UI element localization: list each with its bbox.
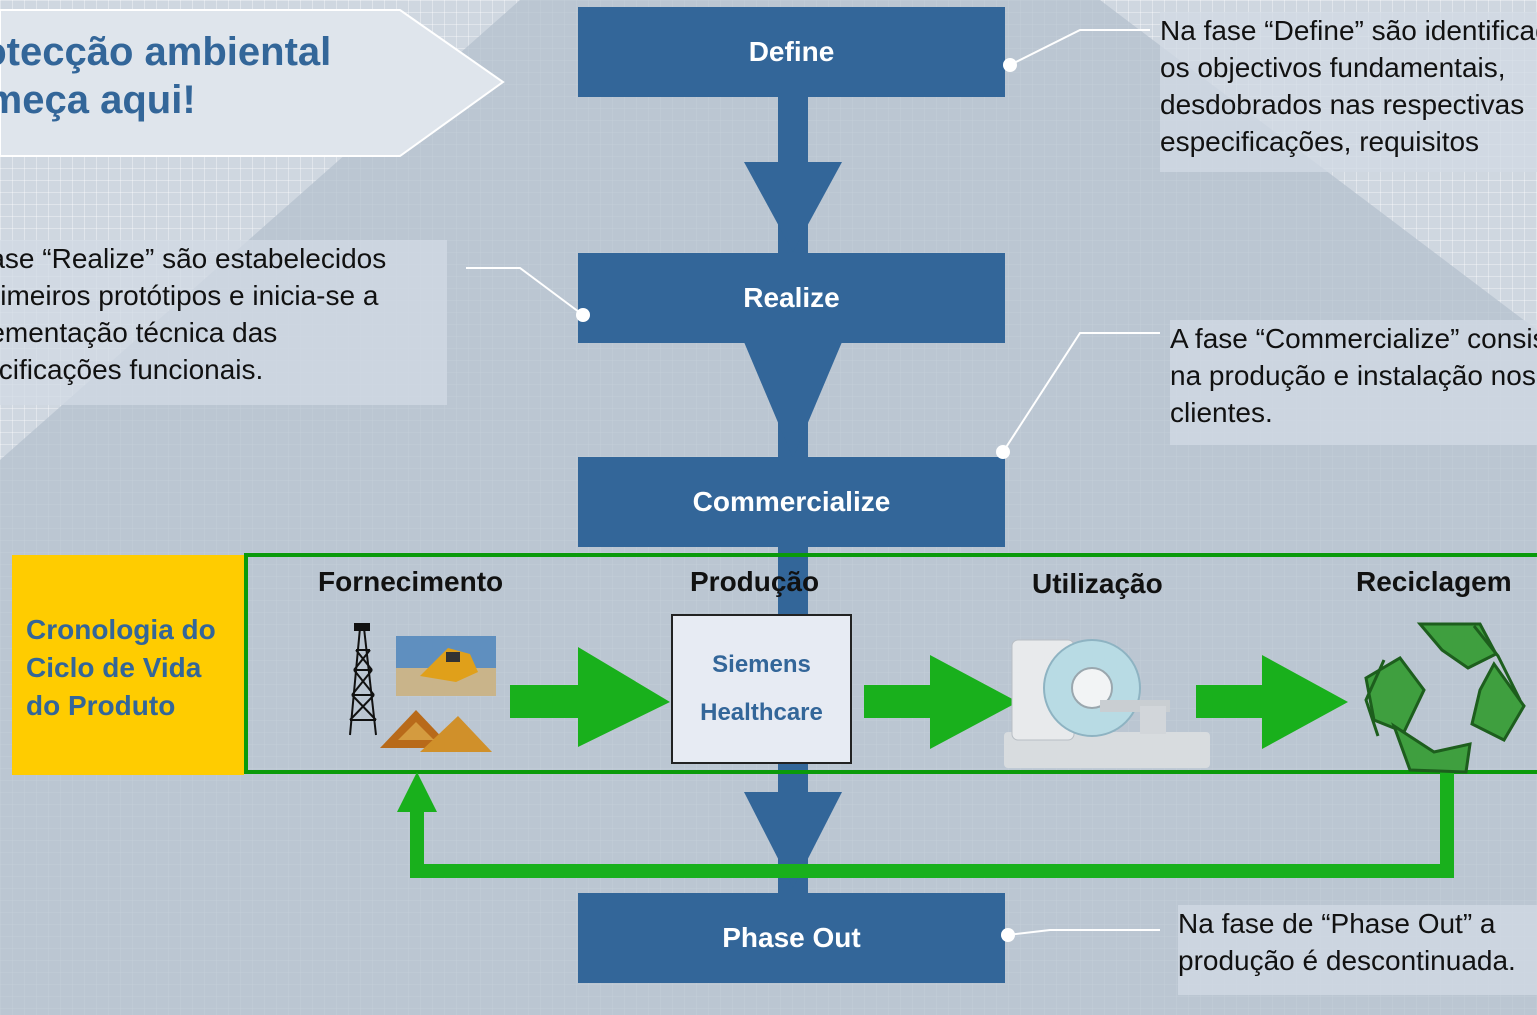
feedback-arrowhead — [397, 772, 437, 812]
note-realize-line: Na fase “Realize” são estabelecidos — [0, 243, 387, 274]
mri-scanner-image — [1004, 639, 1210, 768]
arrow-realize-to-commercialize — [744, 342, 842, 458]
lifecycle-frame — [244, 553, 1537, 774]
recycle-feedback-loop — [410, 768, 1454, 878]
callout-line-1: Protecção ambiental — [0, 30, 332, 74]
callout-line-2: começa aqui! — [0, 78, 196, 122]
phase-realize-label: Realize — [743, 282, 840, 313]
stage-recycling-label: Reciclagem — [1356, 566, 1512, 597]
lifecycle-label-line: Ciclo de Vida — [26, 652, 202, 683]
note-connectors — [466, 29, 1160, 936]
note-commercialize-line: na produção e instalação nos — [1170, 360, 1536, 391]
stage-supply-label: Fornecimento — [318, 566, 504, 597]
stage-production-label: Produção — [690, 566, 820, 597]
phase-out-box: Phase Out — [578, 893, 1005, 983]
healthcare-label: Healthcare — [700, 699, 823, 726]
note-commercialize-line: clientes. — [1170, 397, 1273, 428]
note-define: Na fase “Define” são identificados os ob… — [1160, 12, 1537, 172]
note-define-line: Na fase “Define” são identificados — [1160, 15, 1537, 46]
note-commercialize: A fase “Commercialize” consiste na produ… — [1170, 320, 1537, 445]
oil-derrick-icon — [349, 623, 377, 736]
callout-shape — [0, 9, 505, 157]
callout-headline: Protecção ambiental começa aqui! — [0, 28, 400, 124]
note-realize-line: implementação técnica das — [0, 317, 278, 348]
quarry-excavator-image — [396, 636, 496, 696]
stage-use-label: Utilização — [1032, 568, 1163, 599]
phase-commercialize-box: Commercialize — [578, 457, 1005, 547]
note-phase-out: Na fase de “Phase Out” a produção é desc… — [1178, 905, 1537, 995]
note-realize: Na fase “Realize” são estabelecidos os p… — [0, 240, 447, 405]
note-realize-line: os primeiros protótipos e inicia-se a — [0, 280, 379, 311]
lifecycle-label-line: Cronologia do — [26, 614, 216, 645]
note-define-line: desdobrados nas respectivas — [1160, 89, 1525, 120]
siemens-healthcare-box: Siemens Healthcare — [671, 614, 852, 764]
raw-material-piles-image — [380, 710, 492, 752]
phase-define-box: Define — [578, 7, 1005, 97]
recycle-icon — [1364, 622, 1526, 774]
arrow-supply-to-production — [510, 647, 670, 747]
arrow-use-to-recycling — [1196, 655, 1348, 749]
note-realize-line: especificações funcionais. — [0, 354, 264, 385]
note-phase-out-line: produção é descontinuada. — [1178, 945, 1516, 976]
arrow-production-to-use — [864, 655, 1018, 749]
note-define-line: os objectivos fundamentais, — [1160, 52, 1506, 83]
note-define-line: especificações, requisitos — [1160, 126, 1480, 157]
connector-dots — [576, 58, 1017, 942]
lifecycle-label: Cronologia do Ciclo de Vida do Produto — [12, 555, 244, 775]
phase-realize-box: Realize — [578, 253, 1005, 343]
phase-out-label: Phase Out — [722, 922, 861, 953]
lifecycle-label-line: do Produto — [26, 690, 176, 721]
arrow-define-to-realize — [744, 162, 842, 252]
note-commercialize-line: A fase “Commercialize” consiste — [1170, 323, 1537, 354]
phase-define-label: Define — [748, 36, 835, 67]
phase-commercialize-label: Commercialize — [692, 486, 891, 517]
note-phase-out-line: Na fase de “Phase Out” a — [1178, 908, 1496, 939]
siemens-label: Siemens — [712, 651, 811, 678]
arrow-commercialize-to-phase-out — [744, 792, 842, 888]
